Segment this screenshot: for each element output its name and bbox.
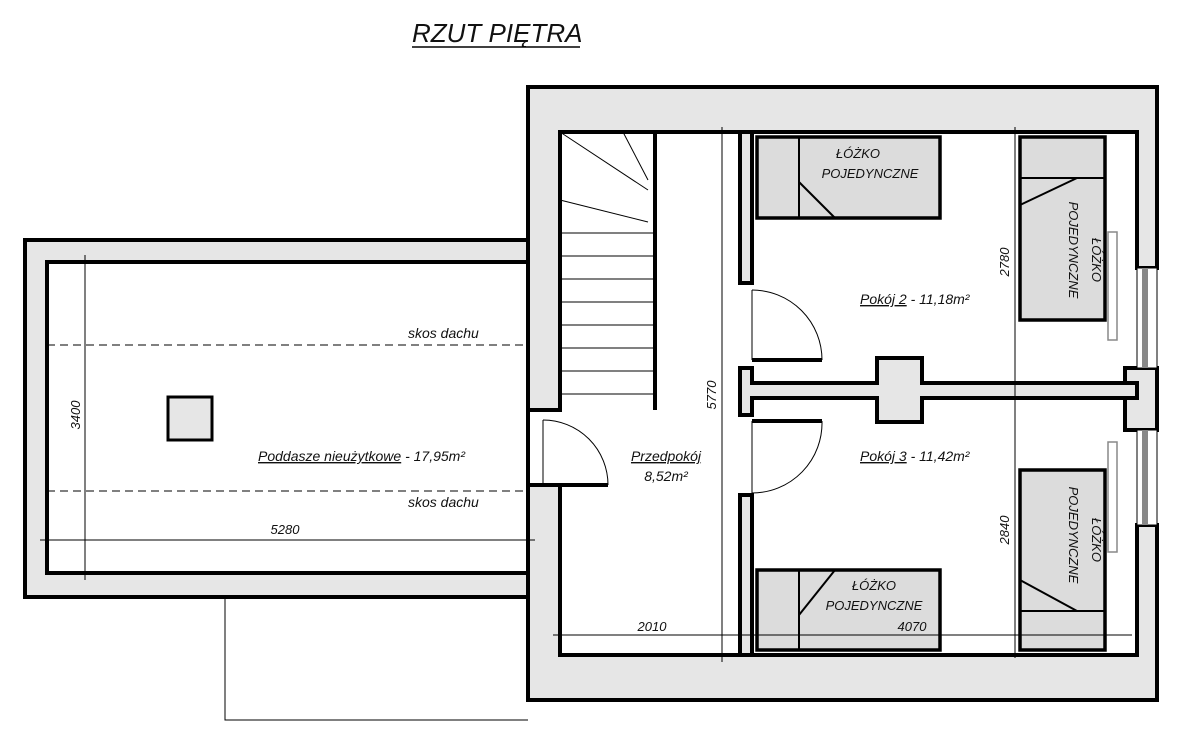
radiator-room2	[1107, 231, 1118, 341]
bed-room3-bottom: ŁÓŻKO POJEDYNCZNE	[755, 568, 942, 652]
door-room3[interactable]	[751, 419, 823, 494]
svg-text:ŁÓŻKO: ŁÓŻKO	[1089, 238, 1104, 282]
radiator-room3	[1107, 441, 1118, 553]
dimension-lines	[40, 127, 1132, 662]
room-label-attic: Poddasze nieużytkowe - 17,95m²	[258, 448, 466, 464]
dimension-hall-length: 5770	[704, 380, 719, 410]
bed-room3-right: ŁÓŻKO POJEDYNCZNE	[1018, 468, 1107, 652]
dimension-hall-width: 2010	[637, 619, 668, 634]
terrace-outline	[224, 597, 528, 721]
svg-text:POJEDYNCZNE: POJEDYNCZNE	[1066, 487, 1081, 584]
attic-walls	[23, 238, 530, 599]
svg-text:POJEDYNCZNE: POJEDYNCZNE	[826, 598, 923, 613]
door-room2[interactable]	[751, 289, 823, 362]
staircase	[559, 131, 657, 410]
roof-slope-label: skos dachu	[408, 325, 479, 341]
window-glass-room3	[1142, 430, 1148, 525]
svg-text:ŁÓŻKO: ŁÓŻKO	[836, 146, 880, 161]
dimension-room3-depth: 2840	[997, 515, 1012, 546]
room-area-hall: 8,52m²	[644, 468, 689, 484]
dimension-rooms-width: 4070	[898, 619, 928, 634]
svg-text:ŁÓŻKO: ŁÓŻKO	[1089, 518, 1104, 562]
room-label-hall: Przedpokój	[631, 448, 702, 464]
roof-slope-label: skos dachu	[408, 494, 479, 510]
chimney	[166, 395, 214, 442]
svg-text:ŁÓŻKO: ŁÓŻKO	[852, 578, 896, 593]
main-wall-top	[526, 85, 1159, 412]
dimension-attic-length: 5280	[271, 522, 301, 537]
wall-hall-room3	[738, 493, 754, 657]
svg-text:POJEDYNCZNE: POJEDYNCZNE	[822, 166, 919, 181]
wall-hall-room2	[738, 130, 754, 285]
wall-room2-room3	[738, 356, 1139, 424]
door-attic[interactable]	[542, 419, 609, 487]
room-label-room2: Pokój 2 - 11,18m²	[860, 291, 971, 307]
bed-room2-top: ŁÓŻKO POJEDYNCZNE	[755, 135, 942, 220]
dimension-attic-depth: 3400	[68, 400, 83, 430]
room-label-room3: Pokój 3 - 11,42m²	[860, 448, 971, 464]
bed-room2-right: ŁÓŻKO POJEDYNCZNE	[1018, 135, 1107, 322]
dimension-room2-depth: 2780	[997, 247, 1012, 278]
svg-text:POJEDYNCZNE: POJEDYNCZNE	[1066, 202, 1081, 299]
plan-title: RZUT PIĘTRA	[412, 18, 582, 48]
window-glass-room2	[1142, 268, 1148, 368]
